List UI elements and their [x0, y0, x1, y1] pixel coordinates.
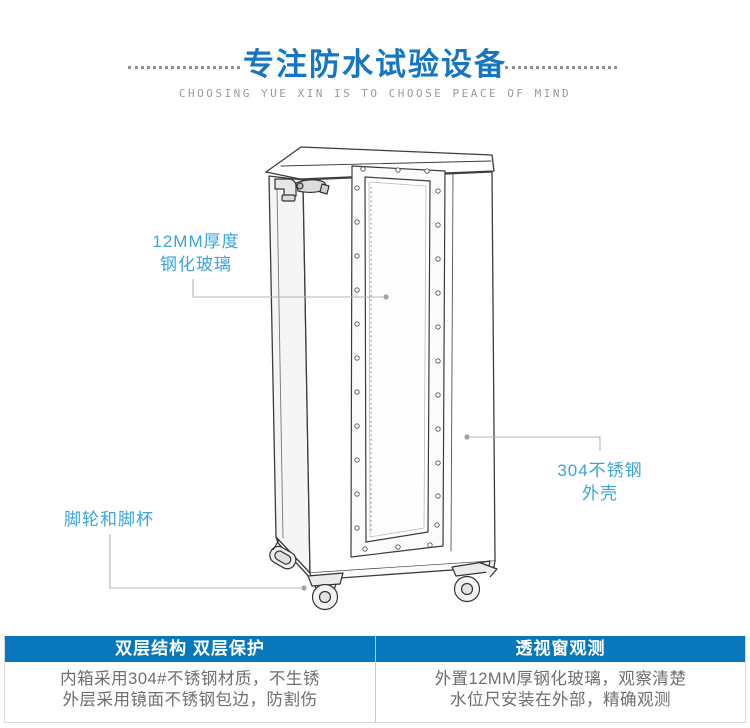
- feature-header: 双层结构 双层保护: [5, 636, 375, 662]
- pipe-elbow-clamp: [274, 178, 330, 202]
- annotation-line: 钢化玻璃: [160, 255, 232, 274]
- caster-back-left: [269, 545, 297, 570]
- caster-front-right: [451, 560, 498, 603]
- feature-line: 水位尺安装在外部，精确观测: [450, 691, 671, 709]
- leader-shell: [470, 436, 601, 451]
- feature-description: 外置12MM厚钢化玻璃，观察清楚 水位尺安装在外部，精确观测: [376, 662, 745, 722]
- viewing-window: [350, 165, 446, 558]
- feature-line: 外层采用镜面不锈钢包边，防割伤: [62, 691, 318, 709]
- leader-caster: [109, 534, 301, 589]
- annotation-stainless-shell: 304不锈钢 外壳: [540, 459, 660, 505]
- feature-description: 内箱采用304#不锈钢材质，不生锈 外层采用镜面不锈钢包边，防割伤: [5, 662, 375, 722]
- annotation-line: 12MM厚度: [152, 232, 240, 251]
- annotation-casters: 脚轮和脚杯: [64, 508, 204, 531]
- title-dotted-rule-right: [505, 66, 617, 69]
- feature-column-window: 透视窗观测 外置12MM厚钢化玻璃，观察清楚 水位尺安装在外部，精确观测: [375, 636, 745, 722]
- page-subtitle: CHOOSING YUE XIN IS TO CHOOSE PEACE OF M…: [178, 87, 572, 100]
- window-bolts: [354, 166, 441, 552]
- annotation-line: 外壳: [582, 484, 618, 503]
- leader-glass: [192, 279, 383, 298]
- page-title: 专注防水试验设备: [243, 47, 507, 82]
- feature-column-structure: 双层结构 双层保护 内箱采用304#不锈钢材质，不生锈 外层采用镜面不锈钢包边，…: [5, 636, 375, 722]
- annotation-line: 304不锈钢: [557, 461, 643, 480]
- feature-line: 内箱采用304#不锈钢材质，不生锈: [60, 670, 320, 688]
- title-dotted-rule-left: [128, 66, 240, 69]
- annotation-tempered-glass: 12MM厚度 钢化玻璃: [128, 230, 264, 276]
- annotation-line: 脚轮和脚杯: [64, 510, 154, 529]
- feature-header: 透视窗观测: [376, 636, 745, 662]
- casters: [269, 539, 498, 611]
- features-panel: 双层结构 双层保护 内箱采用304#不锈钢材质，不生锈 外层采用镜面不锈钢包边，…: [4, 636, 746, 723]
- leader-lines: [109, 279, 601, 589]
- feature-line: 外置12MM厚钢化玻璃，观察清楚: [434, 670, 687, 688]
- caster-front-left: [307, 572, 344, 611]
- leader-dots: [301, 294, 470, 591]
